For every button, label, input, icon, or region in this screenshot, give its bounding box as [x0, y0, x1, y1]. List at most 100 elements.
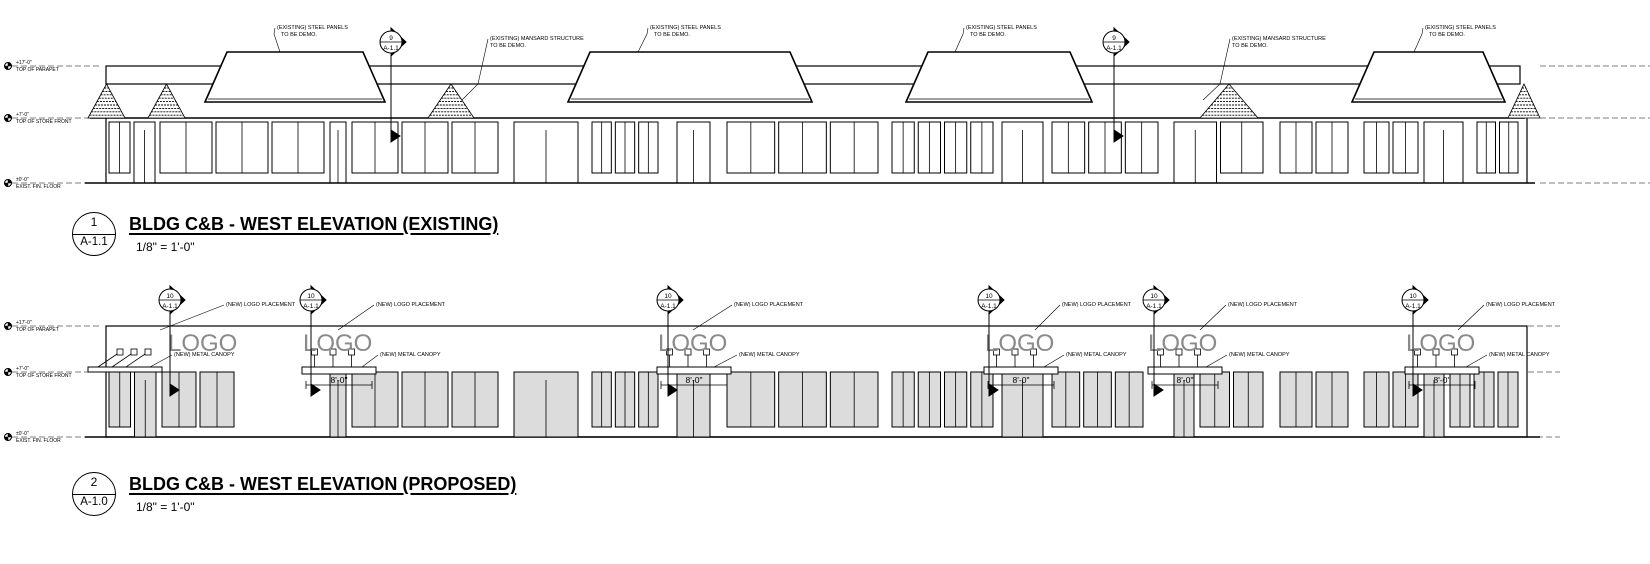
shingle-mansard [427, 83, 475, 119]
section-cut-arrow-icon [169, 383, 180, 397]
section-sheet: A-1.1 [981, 303, 997, 310]
level-datum-fill [4, 117, 9, 122]
note-canopy: (NEW) METAL CANOPY [713, 352, 800, 368]
canopy-fascia [983, 366, 1059, 375]
level-elevation: +17'-0" [16, 320, 32, 326]
section-number: 10 [1409, 293, 1417, 300]
section-marker: 10A-1.1 [158, 284, 186, 397]
note-logo: (NEW) LOGO PLACEMENT [159, 302, 296, 331]
note-text: (NEW) METAL CANOPY [1489, 352, 1550, 358]
level-datum-fill [4, 182, 9, 187]
section-number: 10 [664, 293, 672, 300]
shingle-mansard [1507, 83, 1541, 119]
note-text: TO BE DEMO. [654, 32, 690, 38]
steel-panel-mansard [1350, 51, 1507, 103]
canopy-bracket [130, 348, 138, 356]
level-label: EXIST. FIN. FLOOR [16, 438, 61, 444]
canopy-strut [125, 351, 149, 368]
detail-sheet: A-1.0 [80, 496, 108, 508]
logo-placeholder: LOGO [1406, 330, 1475, 357]
note-text: (EXISTING) STEEL PANELS [1425, 25, 1496, 31]
note-text: (NEW) METAL CANOPY [1066, 352, 1127, 358]
section-number: 10 [985, 293, 993, 300]
section-cut-arrow-icon [1412, 383, 1423, 397]
level-elevation: ±0'-0" [16, 177, 29, 183]
leader-line [1413, 27, 1424, 53]
canopy-dimension: 8'-0" [1013, 375, 1030, 385]
leader-line [337, 304, 375, 331]
metal-canopy-end [87, 348, 163, 373]
steel-panel-mansard [904, 51, 1094, 103]
level-datum-fill [4, 325, 9, 330]
note-text: (NEW) LOGO PLACEMENT [1062, 302, 1132, 308]
section-cut-arrow-icon [1113, 129, 1124, 143]
section-sheet: A-1.1 [660, 303, 676, 310]
note-text: TO BE DEMO. [281, 32, 317, 38]
metal-canopy: 8'-0" [983, 348, 1059, 389]
level-datum-fill [4, 65, 9, 70]
section-number: 10 [1150, 293, 1158, 300]
note-canopy: (NEW) METAL CANOPY [1465, 352, 1550, 368]
logo-placeholder: LOGO [303, 330, 372, 357]
canopy-bracket [1157, 348, 1164, 356]
level-datum-fill [7, 322, 12, 327]
note-logo: (NEW) LOGO PLACEMENT [692, 302, 804, 331]
level-label: TOP OF STORE FRONT [16, 373, 72, 379]
canopy-dimension: 8'-0" [1177, 375, 1194, 385]
level-datum-fill [7, 114, 12, 119]
existing-elevation: +17'-0"TOP OF PARAPET+7'-0"TOP OF STORE … [4, 25, 1650, 190]
note-logo: (NEW) LOGO PLACEMENT [1457, 302, 1556, 331]
canopy-bracket [1432, 348, 1440, 356]
section-number: 9 [389, 35, 393, 42]
leader-line [1457, 304, 1485, 331]
logo-placeholder: LOGO [658, 330, 727, 357]
note-text: (NEW) LOGO PLACEMENT [226, 302, 296, 308]
canopy-bracket [329, 348, 337, 356]
canopy-bracket [993, 348, 1000, 356]
leader-line [1034, 304, 1061, 331]
note-text: (NEW) LOGO PLACEMENT [1228, 302, 1298, 308]
section-sheet: A-1.1 [1146, 303, 1162, 310]
canopy-bracket [1011, 348, 1019, 356]
canopy-dimension: 8'-0" [331, 375, 348, 385]
note-canopy: (NEW) METAL CANOPY [149, 352, 235, 368]
level-datum-fill [7, 433, 12, 438]
logo-placeholder: LOGO [1148, 330, 1217, 357]
leader-line [1043, 354, 1065, 368]
level-label: TOP OF STORE FRONT [16, 119, 72, 125]
logo-placeholder: LOGO [985, 330, 1054, 357]
note-text: (NEW) METAL CANOPY [380, 352, 441, 358]
level-datum-fill [7, 179, 12, 184]
level-label: TOP OF PARAPET [16, 327, 59, 333]
leader-line [1199, 304, 1227, 331]
note-text: TO BE DEMO. [1232, 43, 1268, 49]
metal-canopy: 8'-0" [301, 348, 377, 389]
note-text: (NEW) LOGO PLACEMENT [734, 302, 804, 308]
leader-line [692, 304, 733, 331]
level-datum-fill [4, 436, 9, 441]
leader-line [159, 304, 225, 331]
note-text: (EXISTING) STEEL PANELS [277, 25, 348, 31]
note-text: (NEW) METAL CANOPY [174, 352, 235, 358]
canopy-bracket [1414, 348, 1421, 356]
canopy-bracket [1030, 348, 1037, 356]
drawing-scale: 1/8" = 1'-0" [136, 500, 195, 514]
drawing-title: BLDG C&B - WEST ELEVATION (PROPOSED) [129, 474, 517, 494]
section-sheet: A-1.1 [303, 303, 319, 310]
detail-bubble [72, 472, 116, 516]
shingle-mansard [87, 83, 126, 119]
level-marker: +17'-0"TOP OF PARAPET [4, 320, 1560, 333]
section-number: 10 [166, 293, 174, 300]
steel-panel-mansard [566, 51, 814, 103]
drawing-scale: 1/8" = 1'-0" [136, 240, 195, 254]
section-marker: 10A-1.1 [1142, 284, 1170, 397]
level-datum-fill [4, 371, 9, 376]
metal-canopy: 8'-0" [1404, 348, 1480, 389]
note-text: TO BE DEMO. [970, 32, 1006, 38]
canopy-fascia [656, 366, 732, 375]
canopy-bracket [684, 348, 692, 356]
